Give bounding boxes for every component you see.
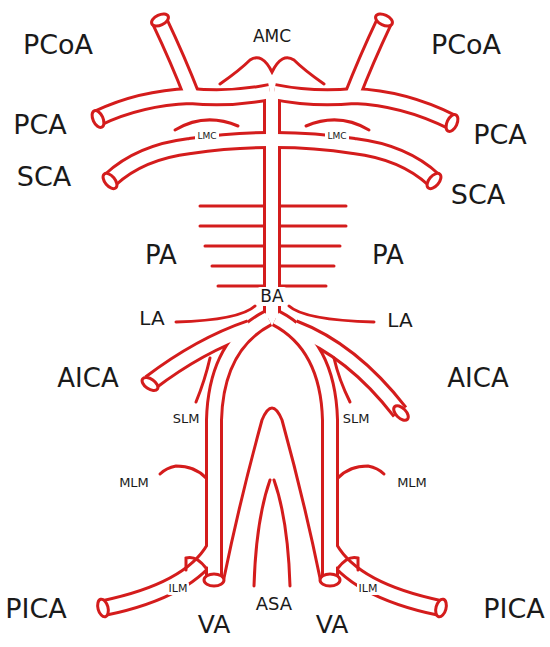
vessel-label: ILM (167, 582, 190, 595)
vessel-label: SLM (341, 411, 372, 426)
small-branches (160, 58, 384, 586)
vessel-label: VA (314, 611, 351, 638)
vessel-label: AICA (55, 364, 120, 392)
vessel-lumens (98, 22, 452, 608)
vessel-label: MLM (395, 475, 429, 490)
vessel-label: PA (143, 241, 179, 269)
vessel-label: MLM (117, 475, 151, 490)
vessel-openings (90, 12, 461, 618)
vessel-label: PCoA (21, 30, 95, 59)
vessel-label: PCA (11, 110, 69, 139)
vessel-label: PCA (471, 120, 529, 149)
vessel-label: PICA (3, 594, 69, 623)
vessel-label: PCoA (429, 30, 503, 59)
vessel-label: LMC (195, 131, 218, 142)
vessel-label: LA (385, 309, 414, 331)
vessel-label: ILM (357, 582, 380, 595)
vessel-label: SCA (15, 162, 73, 191)
vessel-label: LMC (325, 131, 348, 142)
vessel-label: BA (258, 287, 285, 306)
vessel-label: SCA (449, 180, 507, 209)
vessel-label: PICA (481, 594, 547, 623)
vessel-label: AICA (445, 364, 510, 392)
vessel-label: SLM (171, 411, 202, 426)
vessel-label: PA (370, 241, 406, 269)
vessel-label: VA (196, 611, 233, 638)
vessel-label: LA (137, 307, 166, 329)
vessel-label: ASA (254, 594, 294, 614)
vessel-walls (98, 22, 452, 608)
vessel-label: AMC (251, 27, 293, 46)
